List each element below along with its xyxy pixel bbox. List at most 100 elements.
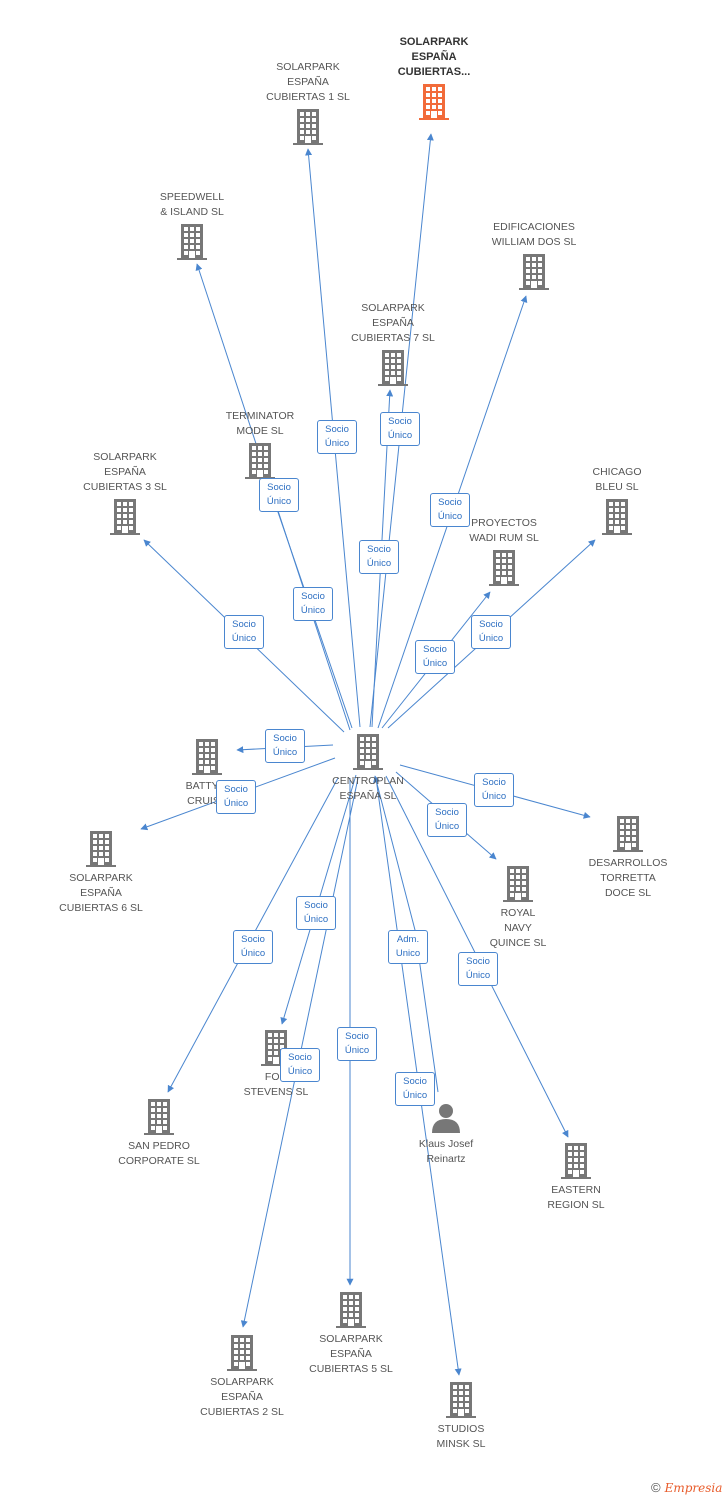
relation-qualifier: Único [366, 558, 392, 569]
relation-qualifier: Único [272, 747, 298, 758]
node-label-royal[interactable]: ROYAL NAVY QUINCE SL [453, 906, 583, 951]
node-name: PROYECTOS WADI RUM SL [469, 517, 539, 544]
node-name: EDIFICACIONES WILLIAM DOS SL [491, 221, 577, 248]
node-label-william[interactable]: EDIFICACIONES WILLIAM DOS SL [469, 220, 599, 250]
node-label-sp3[interactable]: SOLARPARK ESPAÑA CUBIERTAS 3 SL [60, 450, 190, 495]
relation-type: Socio [345, 1031, 369, 1042]
node-name: DESARROLLOS TORRETTA DOCE SL [588, 857, 668, 899]
relation-qualifier: Único [422, 658, 448, 669]
node-label-sp5[interactable]: SOLARPARK ESPAÑA CUBIERTAS 5 SL [286, 1332, 416, 1377]
node-label-minsk[interactable]: STUDIOS MINSK SL [396, 1422, 526, 1452]
node-label-speedwell[interactable]: SPEEDWELL & ISLAND SL [127, 190, 257, 220]
relation-qualifier: Único [344, 1045, 370, 1056]
relation-type: Socio [423, 644, 447, 655]
node-label-sanpedro[interactable]: SAN PEDRO CORPORATE SL [94, 1139, 224, 1169]
node-name: TERMINATOR MODE SL [225, 410, 295, 437]
node-label-sp_cub[interactable]: SOLARPARK ESPAÑA CUBIERTAS... [369, 35, 499, 80]
relation-badge-klaus[interactable]: Adm. Unico [388, 930, 428, 964]
relation-type: Socio [388, 416, 412, 427]
node-label-sp2[interactable]: SOLARPARK ESPAÑA CUBIERTAS 2 SL [177, 1375, 307, 1420]
relation-type: Adm. [396, 934, 420, 945]
building-icon[interactable] [292, 109, 324, 150]
node-label-fort[interactable]: FOR STEVENS SL [211, 1070, 341, 1100]
relation-qualifier: Unico [395, 948, 421, 959]
node-name: FOR STEVENS SL [243, 1071, 309, 1098]
building-icon[interactable] [143, 1099, 175, 1140]
relation-type: Socio [435, 807, 459, 818]
building-icon[interactable] [560, 1143, 592, 1184]
relation-qualifier: Único [266, 496, 292, 507]
node-label-wadi[interactable]: PROYECTOS WADI RUM SL [439, 516, 569, 546]
relation-type: Socio [325, 424, 349, 435]
relation-type: Socio [438, 497, 462, 508]
node-label-sp1[interactable]: SOLARPARK ESPAÑA CUBIERTAS 1 SL [243, 60, 373, 105]
relation-qualifier: Único [287, 1066, 313, 1077]
node-name: SOLARPARK ESPAÑA CUBIERTAS 7 SL [351, 302, 435, 344]
node-name: STUDIOS MINSK SL [436, 1423, 486, 1450]
node-label-sp6[interactable]: SOLARPARK ESPAÑA CUBIERTAS 6 SL [36, 871, 166, 916]
building-icon[interactable] [85, 831, 117, 872]
brand-logo[interactable]: Empresia [664, 1481, 723, 1495]
relation-type: Socio [301, 591, 325, 602]
node-name: SOLARPARK ESPAÑA CUBIERTAS 2 SL [200, 1376, 284, 1418]
building-icon[interactable] [518, 254, 550, 295]
node-label-centroplan[interactable]: CENTROPLAN ESPAÑA SL [303, 774, 433, 804]
building-icon[interactable] [612, 816, 644, 857]
relation-type: Socio [232, 619, 256, 630]
node-label-torretta[interactable]: DESARROLLOS TORRETTA DOCE SL [563, 856, 693, 901]
building-icon[interactable] [176, 224, 208, 265]
footer-brand: ©Empresia [651, 1480, 722, 1495]
building-icon[interactable] [226, 1335, 258, 1376]
relation-qualifier: Único [434, 821, 460, 832]
relation-qualifier: Único [481, 791, 507, 802]
relation-qualifier: Único [402, 1090, 428, 1101]
building-icon[interactable] [335, 1292, 367, 1333]
node-label-klaus[interactable]: Klaus Josef Reinartz [381, 1137, 511, 1167]
node-label-terminator[interactable]: TERMINATOR MODE SL [195, 409, 325, 439]
building-icon[interactable] [377, 350, 409, 391]
node-name: SPEEDWELL & ISLAND SL [159, 191, 225, 218]
building-icon[interactable] [109, 499, 141, 540]
building-icon[interactable] [502, 866, 534, 907]
node-name: SOLARPARK ESPAÑA CUBIERTAS 5 SL [309, 1333, 393, 1375]
building-icon[interactable] [191, 739, 223, 780]
relation-type: Socio [482, 777, 506, 788]
node-name: SOLARPARK ESPAÑA CUBIERTAS 3 SL [83, 451, 167, 493]
relation-qualifier: Único [303, 914, 329, 925]
building-icon[interactable] [488, 550, 520, 591]
relation-qualifier: Único [300, 605, 326, 616]
building-icon[interactable] [445, 1382, 477, 1423]
node-name: SOLARPARK ESPAÑA CUBIERTAS 1 SL [266, 61, 350, 103]
node-label-chicago[interactable]: CHICAGO BLEU SL [552, 465, 682, 495]
building-icon[interactable] [352, 734, 384, 775]
relation-type: Socio [273, 733, 297, 744]
person-icon[interactable] [431, 1103, 461, 1138]
relation-type: Socio [479, 619, 503, 630]
relation-type: Socio [304, 900, 328, 911]
building-icon[interactable] [418, 84, 450, 125]
node-name: CENTROPLAN ESPAÑA SL [332, 775, 404, 802]
relation-type: Socio [288, 1052, 312, 1063]
node-label-eastern[interactable]: EASTERN REGION SL [511, 1183, 641, 1213]
building-icon[interactable] [601, 499, 633, 540]
node-label-sp7[interactable]: SOLARPARK ESPAÑA CUBIERTAS 7 SL [328, 301, 458, 346]
